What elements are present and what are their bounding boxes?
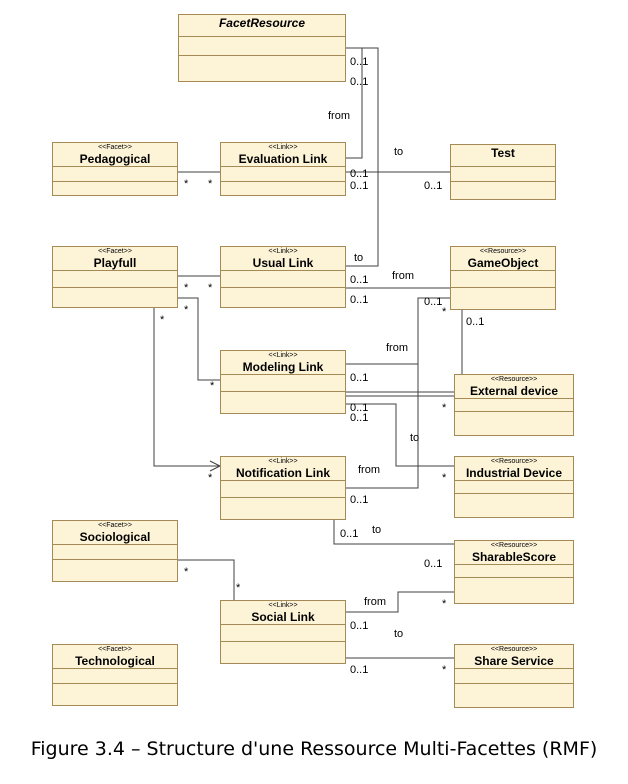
role-label-to: to <box>354 252 364 264</box>
share-service-name: Share Service <box>474 654 554 668</box>
multiplicity-star: * <box>442 664 447 676</box>
multiplicity-star: * <box>184 282 189 294</box>
technological-stereotype: <<Facet>> <box>98 646 132 653</box>
multiplicity-label: 0..1 <box>466 316 485 328</box>
playfull-name: Playfull <box>93 256 137 270</box>
multiplicity-star: * <box>160 314 165 326</box>
notification-link-name: Notification Link <box>236 466 330 480</box>
connector-facetresource-usual <box>346 47 379 267</box>
connector-playfull-notification <box>153 308 220 467</box>
social-link-class: <<Link>>Social Link <box>220 600 346 664</box>
sociological-stereotype: <<Facet>> <box>98 522 132 529</box>
modeling-link-stereotype: <<Link>> <box>268 352 298 359</box>
usual-link-name: Usual Link <box>252 256 314 270</box>
industrial-device-stereotype: <<Resource>> <box>490 458 538 465</box>
role-label-from: from <box>328 110 350 122</box>
multiplicity-label: 0..1 <box>350 56 369 68</box>
multiplicity-label: 0..1 <box>350 372 369 384</box>
multiplicity-star: * <box>184 304 189 316</box>
multiplicity-star: * <box>442 598 447 610</box>
role-label-to: to <box>394 628 404 640</box>
industrial-device-name: Industrial Device <box>465 466 563 480</box>
modeling-link-class: <<Link>>Modeling Link <box>220 350 346 414</box>
connector-notification-sharable <box>333 520 454 545</box>
external-device-stereotype: <<Resource>> <box>490 376 538 383</box>
gameobject-class: <<Resource>>GameObject <box>450 246 556 310</box>
multiplicity-label: 0..1 <box>350 274 369 286</box>
sharablescore-stereotype: <<Resource>> <box>490 542 538 549</box>
multiplicity-label: 0..1 <box>350 76 369 88</box>
share-service-class: <<Resource>>Share Service <box>454 644 574 708</box>
multiplicity-star: * <box>442 306 447 318</box>
pedagogical-class: <<Facet>>Pedagogical <box>52 142 178 196</box>
test-name: Test <box>491 146 515 160</box>
evaluation-link-stereotype: <<Link>> <box>268 144 298 151</box>
multiplicity-label: 0..1 <box>350 664 369 676</box>
multiplicity-star: * <box>236 582 241 594</box>
multiplicity-label: 0..1 <box>350 402 369 414</box>
technological-name: Technological <box>75 654 155 668</box>
usual-link-stereotype: <<Link>> <box>268 248 298 255</box>
multiplicity-star: * <box>442 402 447 414</box>
connector-playfull-modeling <box>178 297 220 381</box>
multiplicity-label: 0..1 <box>350 168 369 180</box>
test-class: Test <box>450 144 556 200</box>
evaluation-link-name: Evaluation Link <box>238 152 328 166</box>
multiplicity-label: 0..1 <box>350 180 369 192</box>
gameobject-name: GameObject <box>467 256 539 270</box>
sharablescore-class: <<Resource>>SharableScore <box>454 540 574 604</box>
facetresource-class: FacetResource <box>178 14 346 82</box>
multiplicity-star: * <box>208 282 213 294</box>
notification-link-stereotype: <<Link>> <box>268 458 298 465</box>
industrial-device-class: <<Resource>>Industrial Device <box>454 456 574 518</box>
share-service-stereotype: <<Resource>> <box>490 646 538 653</box>
role-label-from: from <box>364 596 386 608</box>
social-link-stereotype: <<Link>> <box>268 602 298 609</box>
multiplicity-star: * <box>442 472 447 484</box>
multiplicity-star: * <box>208 178 213 190</box>
modeling-link-name: Modeling Link <box>242 360 324 374</box>
usual-link-class: <<Link>>Usual Link <box>220 246 346 308</box>
facetresource-name: FacetResource <box>218 16 306 30</box>
pedagogical-name: Pedagogical <box>79 152 151 166</box>
multiplicity-label: 0..1 <box>424 558 443 570</box>
playfull-class: <<Facet>>Playfull <box>52 246 178 308</box>
multiplicity-label: 0..1 <box>340 528 359 540</box>
playfull-stereotype: <<Facet>> <box>98 248 132 255</box>
multiplicity-label: 0..1 <box>350 412 369 424</box>
multiplicity-star: * <box>208 472 213 484</box>
multiplicity-star: * <box>184 566 189 578</box>
role-label-to: to <box>394 146 404 158</box>
multiplicity-label: 0..1 <box>424 296 443 308</box>
technological-class: <<Facet>>Technological <box>52 644 178 706</box>
role-label-from: from <box>386 342 408 354</box>
role-label-from: from <box>358 464 380 476</box>
figure-caption: Figure 3.4 – Structure d'une Ressource M… <box>30 738 598 760</box>
sociological-name: Sociological <box>79 530 151 544</box>
multiplicity-star: * <box>210 380 215 392</box>
connector-social-sharable <box>346 591 454 613</box>
multiplicity-label: 0..1 <box>350 494 369 506</box>
multiplicity-label: 0..1 <box>424 180 443 192</box>
multiplicity-label: 0..1 <box>350 294 369 306</box>
external-device-class: <<Resource>>External device <box>454 374 574 436</box>
role-label-to: to <box>372 524 382 536</box>
pedagogical-stereotype: <<Facet>> <box>98 144 132 151</box>
evaluation-link-class: <<Link>>Evaluation Link <box>220 142 346 196</box>
connector-modeling-industrial <box>346 403 454 467</box>
social-link-name: Social Link <box>251 610 315 624</box>
sharablescore-name: SharableScore <box>471 550 557 564</box>
connector-notification-gameobject <box>346 310 419 489</box>
external-device-name: External device <box>469 384 559 398</box>
connector-sociological-social <box>178 559 235 600</box>
role-label-to: to <box>410 432 420 444</box>
multiplicity-star: * <box>184 178 189 190</box>
gameobject-stereotype: <<Resource>> <box>479 248 527 255</box>
role-label-from: from <box>392 270 414 282</box>
multiplicity-label: 0..1 <box>350 620 369 632</box>
sociological-class: <<Facet>>Sociological <box>52 520 178 582</box>
notification-link-class: <<Link>>Notification Link <box>220 456 346 520</box>
